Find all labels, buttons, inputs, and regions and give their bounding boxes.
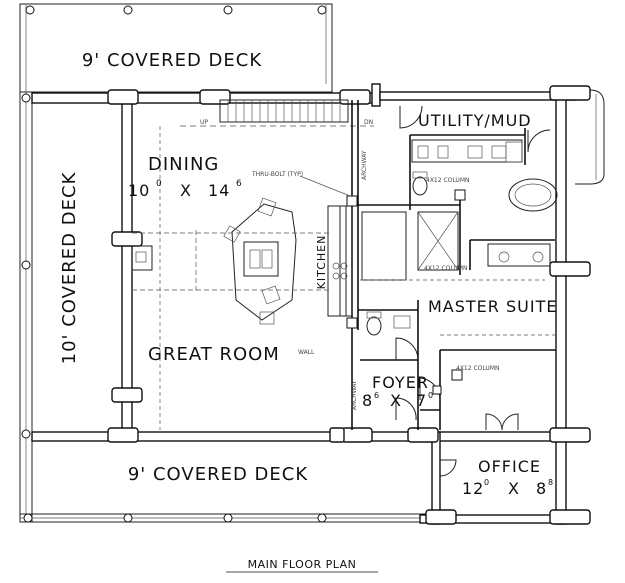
- column-note-2: 4X12 COLUMN: [424, 265, 467, 272]
- thru-bolt-lines: [132, 230, 330, 294]
- svg-text:7: 7: [416, 391, 427, 410]
- svg-text:8: 8: [548, 478, 553, 487]
- deck-left-label: 10' COVERED DECK: [59, 171, 80, 364]
- svg-text:0: 0: [484, 478, 489, 487]
- bath-fixtures: [361, 139, 558, 336]
- dining-label: DINING: [148, 154, 219, 175]
- master-suite-label: MASTER SUITE: [428, 297, 557, 316]
- dining-dimensions: 10 0 X 14 6: [128, 179, 242, 200]
- foyer-label: FOYER: [372, 373, 429, 392]
- plan-title: MAIN FLOOR PLAN: [248, 558, 357, 571]
- archway-note-1: ARCHWAY: [361, 150, 368, 180]
- wall-note: WALL: [298, 349, 315, 356]
- stairs: [180, 99, 374, 127]
- kitchen-fixtures: [223, 197, 353, 325]
- svg-text:12: 12: [462, 479, 484, 498]
- svg-text:6: 6: [374, 391, 379, 400]
- stairs-up-note: UP: [200, 119, 208, 126]
- office-label: OFFICE: [478, 457, 541, 476]
- stairs-down-note: DN: [364, 119, 373, 126]
- woodstove: [131, 245, 153, 271]
- columns: [346, 189, 466, 395]
- svg-text:8: 8: [536, 479, 547, 498]
- office-dimensions: 12 0 X 8 8: [462, 478, 553, 498]
- utility-label: UTILITY/MUD: [418, 111, 532, 130]
- archway-note-2: ARCHWAY: [351, 380, 358, 410]
- ceiling-lines: [159, 126, 556, 430]
- great-room-label: GREAT ROOM: [148, 344, 280, 365]
- column-note-1: 4X12 COLUMN: [426, 177, 469, 184]
- svg-text:10: 10: [128, 181, 150, 200]
- svg-text:0: 0: [428, 391, 433, 400]
- svg-text:8: 8: [362, 391, 373, 410]
- svg-text:14: 14: [208, 181, 230, 200]
- svg-text:X: X: [180, 181, 192, 200]
- deck-top-label: 9' COVERED DECK: [82, 50, 262, 71]
- svg-text:X: X: [390, 391, 402, 410]
- kitchen-label: KITCHEN: [315, 235, 328, 290]
- svg-text:0: 0: [156, 179, 162, 189]
- log-walls: [31, 83, 591, 525]
- deck-bottom-label: 9' COVERED DECK: [128, 464, 308, 485]
- svg-text:X: X: [508, 479, 520, 498]
- deck-railings: [19, 3, 605, 523]
- thru-bolt-note: THRU-BOLT (TYP): [251, 171, 303, 178]
- svg-text:6: 6: [236, 179, 242, 189]
- column-note-3: 4X12 COLUMN: [456, 365, 499, 372]
- doors: [395, 105, 551, 477]
- foyer-dimensions: 8 6 X 7 0: [362, 391, 433, 410]
